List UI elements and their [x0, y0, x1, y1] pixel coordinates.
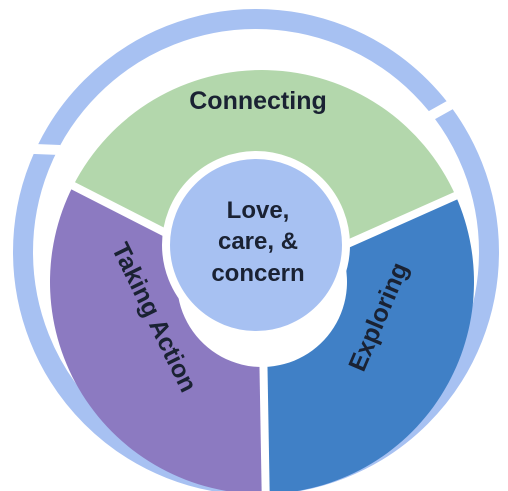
outer-ring-gap-left: [9, 143, 61, 155]
taking-action-segment: [50, 185, 266, 491]
divider-exploring-taking-action: [259, 360, 270, 491]
outer-ring-gap-top-right: [422, 86, 478, 124]
center-circle: [162, 151, 350, 339]
connecting-label: Connecting: [189, 87, 327, 115]
divider-connecting-exploring: [332, 190, 461, 254]
center-line-1: Love,: [227, 197, 290, 224]
center-line-3: concern: [211, 260, 304, 287]
center-line-2: care, &: [218, 228, 298, 255]
exploring-segment: [263, 195, 474, 491]
